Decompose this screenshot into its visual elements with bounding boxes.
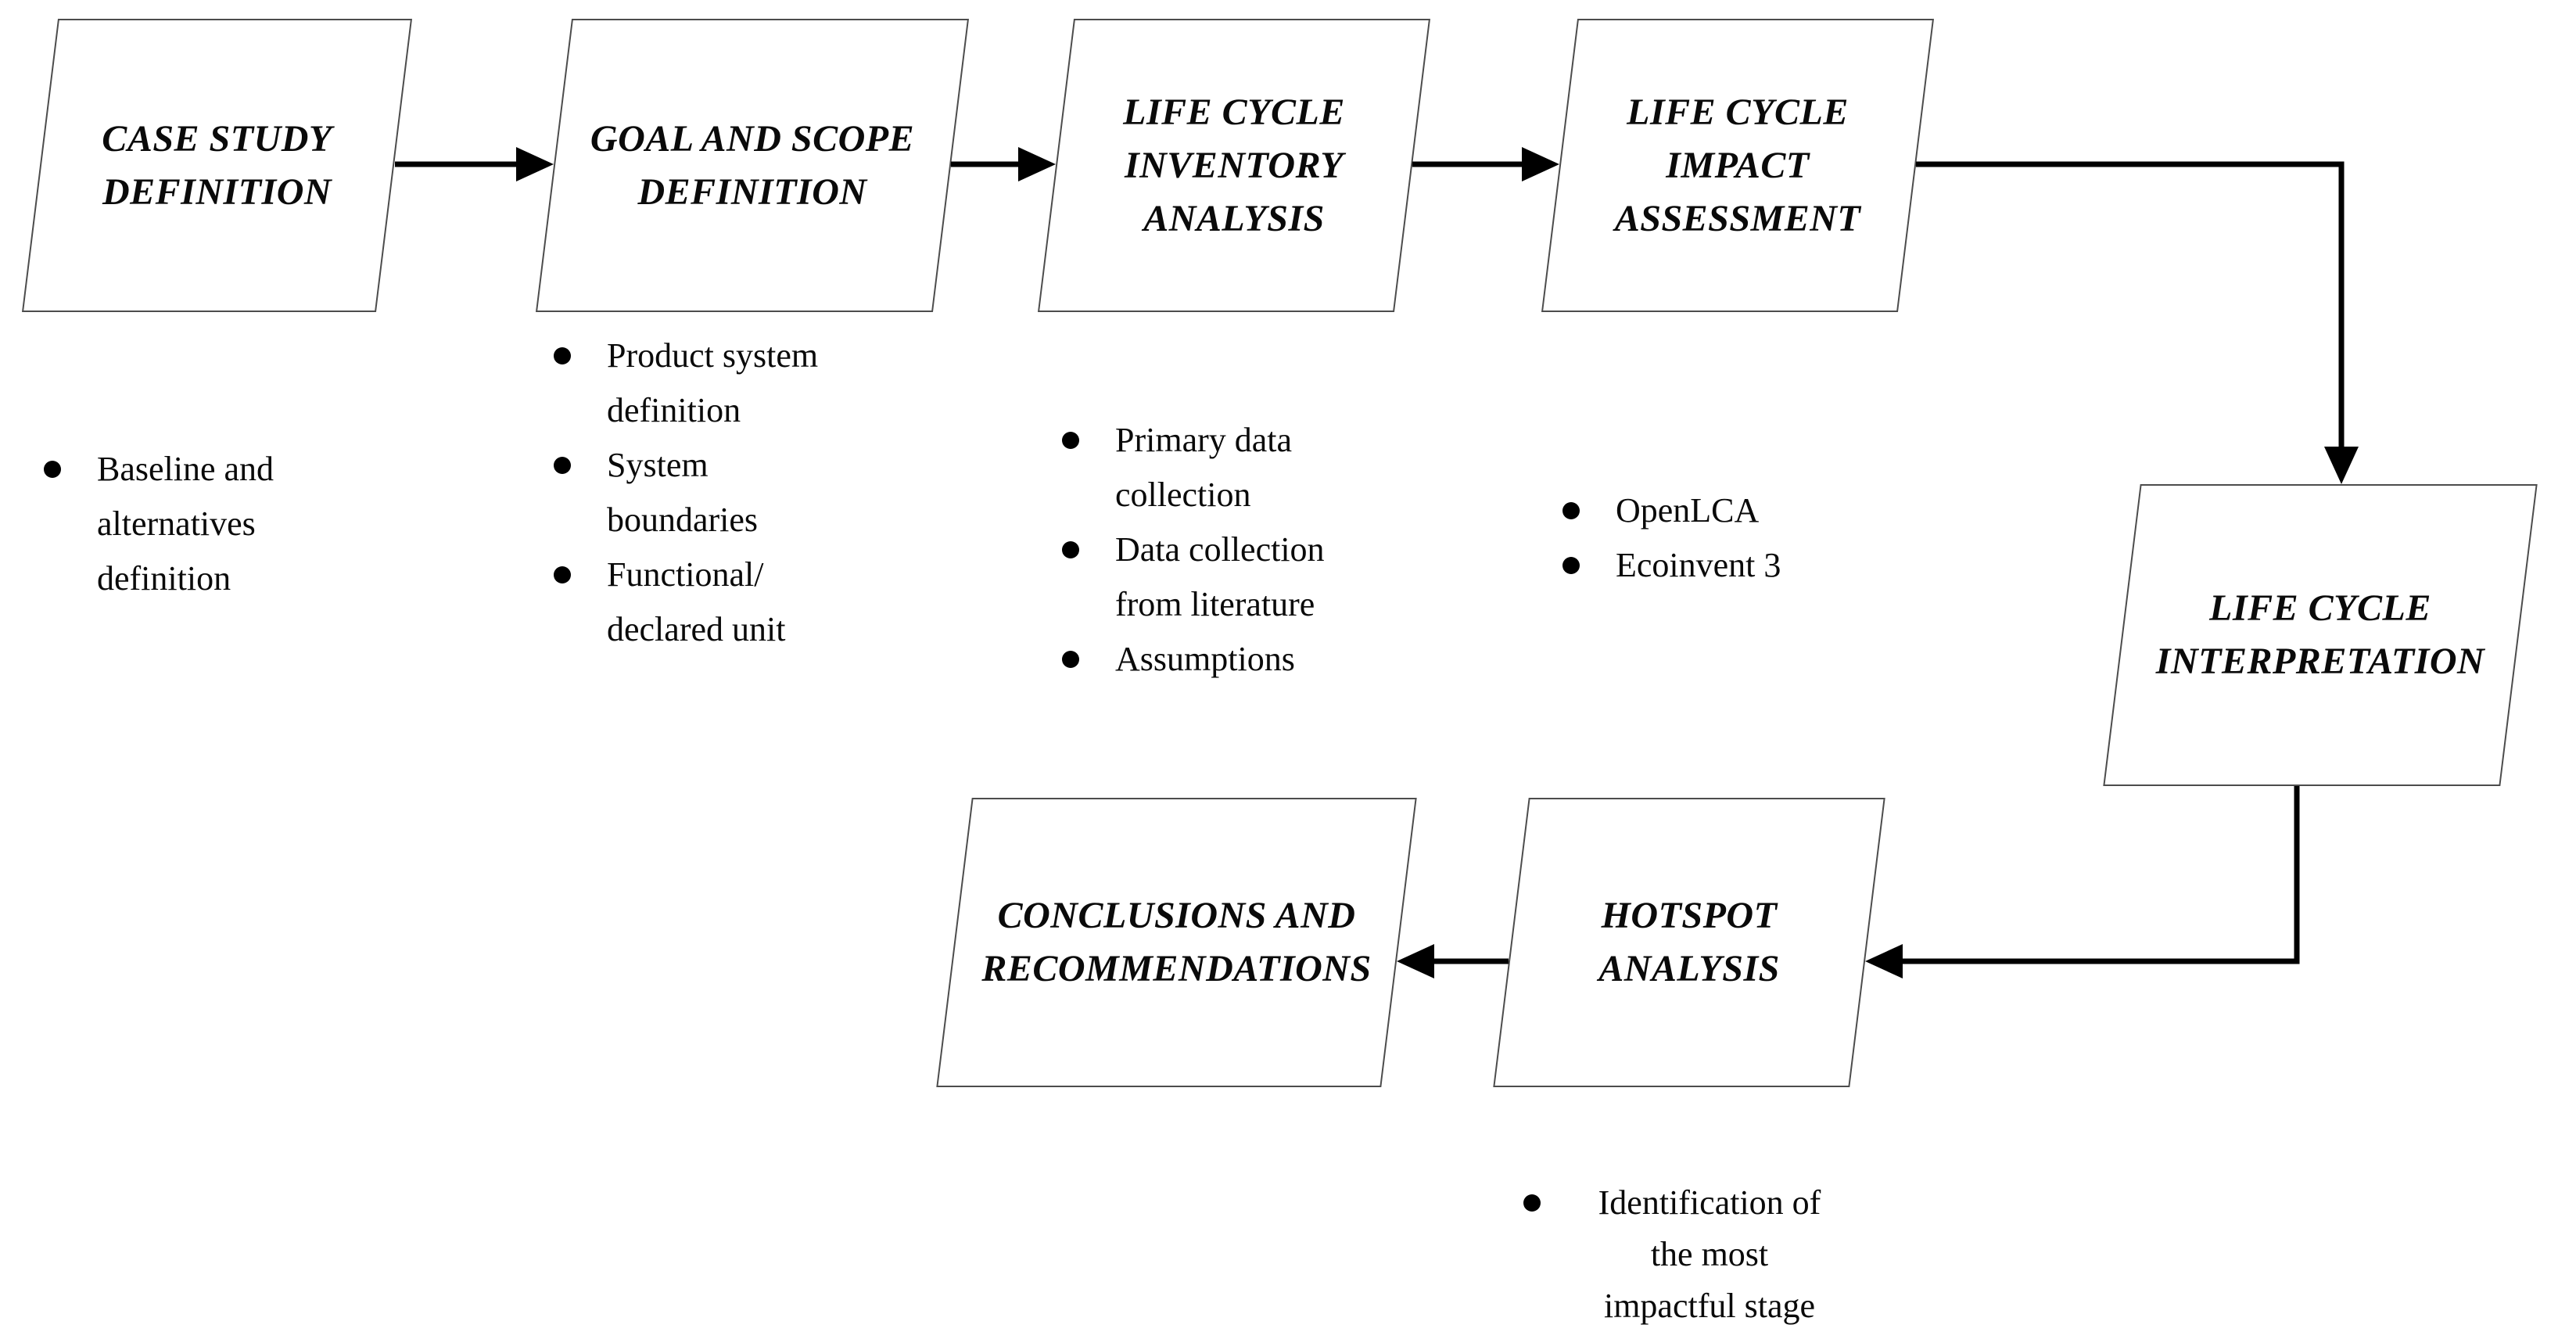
list-item-text: Data collection from literature xyxy=(1115,530,1325,623)
list-item: Baseline and alternatives definition xyxy=(44,442,325,606)
list-item: Data collection from literature xyxy=(1062,522,1406,632)
list-item: Identification of the most impactful sta… xyxy=(1523,1177,1852,1332)
arrow-interpretation-to-hotspot xyxy=(1865,786,2300,978)
bullet-icon xyxy=(554,457,571,474)
box-title: LIFE CYCLE INVENTORY ANALYSIS xyxy=(1123,91,1345,239)
bullet-icon xyxy=(554,347,571,364)
bullet-list-case-study: Baseline and alternatives definition xyxy=(44,442,325,606)
label-conclusions: CONCLUSIONS AND RECOMMENDATIONS xyxy=(954,798,1399,1087)
list-item: Primary data collection xyxy=(1062,413,1406,522)
list-item-text: Identification of the most impactful sta… xyxy=(1598,1183,1821,1325)
label-goal-and-scope-definition: GOAL AND SCOPE DEFINITION xyxy=(554,19,951,312)
label-life-cycle-impact: LIFE CYCLE IMPACT ASSESSMENT xyxy=(1559,19,1916,312)
bullet-icon xyxy=(554,566,571,583)
arrow-hotspot-to-conclusions xyxy=(1397,944,1509,978)
bullet-icon xyxy=(1062,432,1079,449)
label-life-cycle-interpretation: LIFE CYCLE INTERPRETATION xyxy=(2122,484,2519,786)
bullet-icon xyxy=(44,461,61,478)
box-title: HOTSPOT ANALYSIS xyxy=(1598,895,1780,989)
box-title: GOAL AND SCOPE DEFINITION xyxy=(590,117,915,213)
list-item-text: Assumptions xyxy=(1115,640,1295,678)
bullet-icon xyxy=(1562,502,1580,519)
bullet-list-impact: OpenLCA Ecoinvent 3 xyxy=(1562,483,1828,593)
bullet-icon xyxy=(1062,651,1079,668)
bullet-list-goal-scope: Product system definition System boundar… xyxy=(554,329,866,657)
list-item: Product system definition xyxy=(554,329,866,438)
list-item-text: OpenLCA xyxy=(1616,491,1760,530)
box-title: LIFE CYCLE IMPACT ASSESSMENT xyxy=(1614,91,1861,239)
list-item-text: Functional/ declared unit xyxy=(607,555,786,648)
label-hotspot-analysis: HOTSPOT ANALYSIS xyxy=(1511,798,1867,1087)
list-item-text: System boundaries xyxy=(607,446,759,539)
bullet-list-hotspot: Identification of the most impactful sta… xyxy=(1523,1177,1852,1332)
list-item-text: Product system definition xyxy=(607,336,819,429)
bullet-list-inventory: Primary data collection Data collection … xyxy=(1062,413,1406,687)
arrow-case-to-goal xyxy=(395,147,554,181)
list-item: Functional/ declared unit xyxy=(554,548,866,657)
bullet-icon xyxy=(1523,1194,1541,1212)
arrow-goal-to-inventory xyxy=(951,147,1056,181)
bullet-icon xyxy=(1062,541,1079,558)
list-item: OpenLCA xyxy=(1562,483,1828,538)
label-case-study-definition: CASE STUDY DEFINITION xyxy=(40,19,394,312)
list-item: System boundaries xyxy=(554,438,866,548)
list-item: Assumptions xyxy=(1062,632,1406,687)
list-item: Ecoinvent 3 xyxy=(1562,538,1828,593)
list-item-text: Primary data collection xyxy=(1115,421,1293,514)
bullet-icon xyxy=(1562,557,1580,574)
box-title: CASE STUDY DEFINITION xyxy=(102,117,332,213)
label-life-cycle-inventory: LIFE CYCLE INVENTORY ANALYSIS xyxy=(1056,19,1412,312)
box-title: CONCLUSIONS AND RECOMMENDATIONS xyxy=(981,895,1372,989)
arrow-inventory-to-impact xyxy=(1412,147,1559,181)
list-item-text: Baseline and alternatives definition xyxy=(97,450,274,598)
list-item-text: Ecoinvent 3 xyxy=(1616,546,1781,584)
arrow-impact-to-interpretation xyxy=(1916,161,2359,484)
box-title: LIFE CYCLE INTERPRETATION xyxy=(2155,587,2485,682)
